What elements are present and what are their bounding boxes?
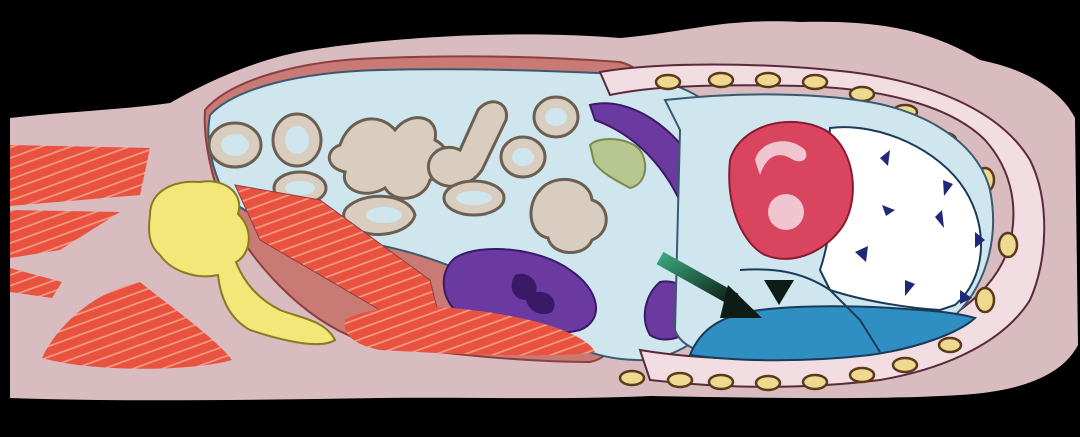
rib [893,358,917,372]
rib [620,371,644,385]
rib [756,376,780,390]
rib [668,373,692,387]
rib [803,375,827,389]
rib [850,368,874,382]
heart-lumen [768,194,804,230]
rib [999,233,1017,257]
rib [976,288,994,312]
rib [656,75,680,89]
rib [709,375,733,389]
rib [709,73,733,87]
rib [803,75,827,89]
rib [756,73,780,87]
rib [939,338,961,352]
